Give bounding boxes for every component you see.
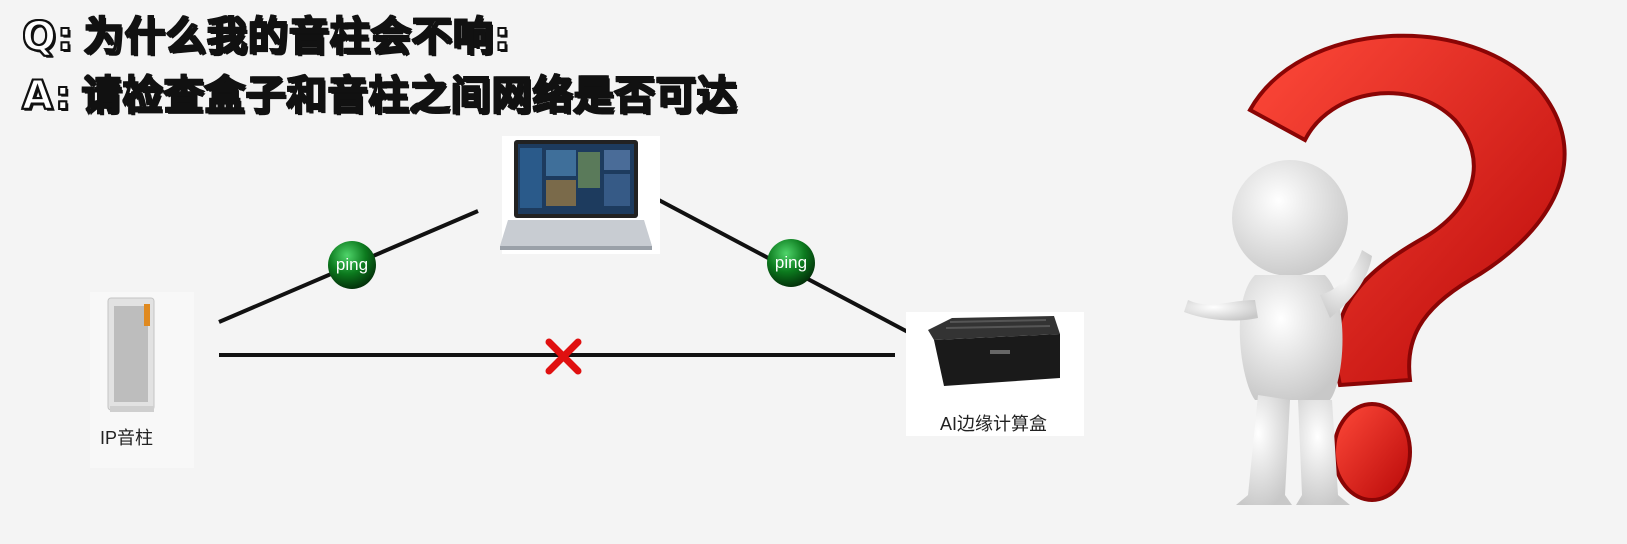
question-line: Q:为什么我的音柱会不响: xyxy=(21,4,511,62)
answer-line: A:请检查盒子和音柱之间网络是否可达 xyxy=(21,63,738,121)
ai-box-label: AI边缘计算盒 xyxy=(940,414,1048,434)
answer-mark-label: A: xyxy=(21,72,72,120)
question-mark-label: Q: xyxy=(21,13,74,61)
answer-text: 请检查盒子和音柱之间网络是否可达 xyxy=(81,72,738,120)
ai-box-icon xyxy=(906,312,1084,436)
ping-ball-left xyxy=(328,241,376,289)
ping-label-right: ping xyxy=(774,253,808,272)
ping-label-left: ping xyxy=(335,255,369,274)
speaker-icon xyxy=(90,292,194,468)
cross-icon xyxy=(545,338,582,375)
speaker-label: IP音柱 xyxy=(100,428,154,448)
ping-ball-right xyxy=(767,239,815,287)
laptop-icon xyxy=(500,136,660,254)
question-mark-icon xyxy=(1247,33,1567,502)
thinking-figure-icon xyxy=(1184,160,1372,505)
question-text: 为什么我的音柱会不响: xyxy=(83,13,511,61)
